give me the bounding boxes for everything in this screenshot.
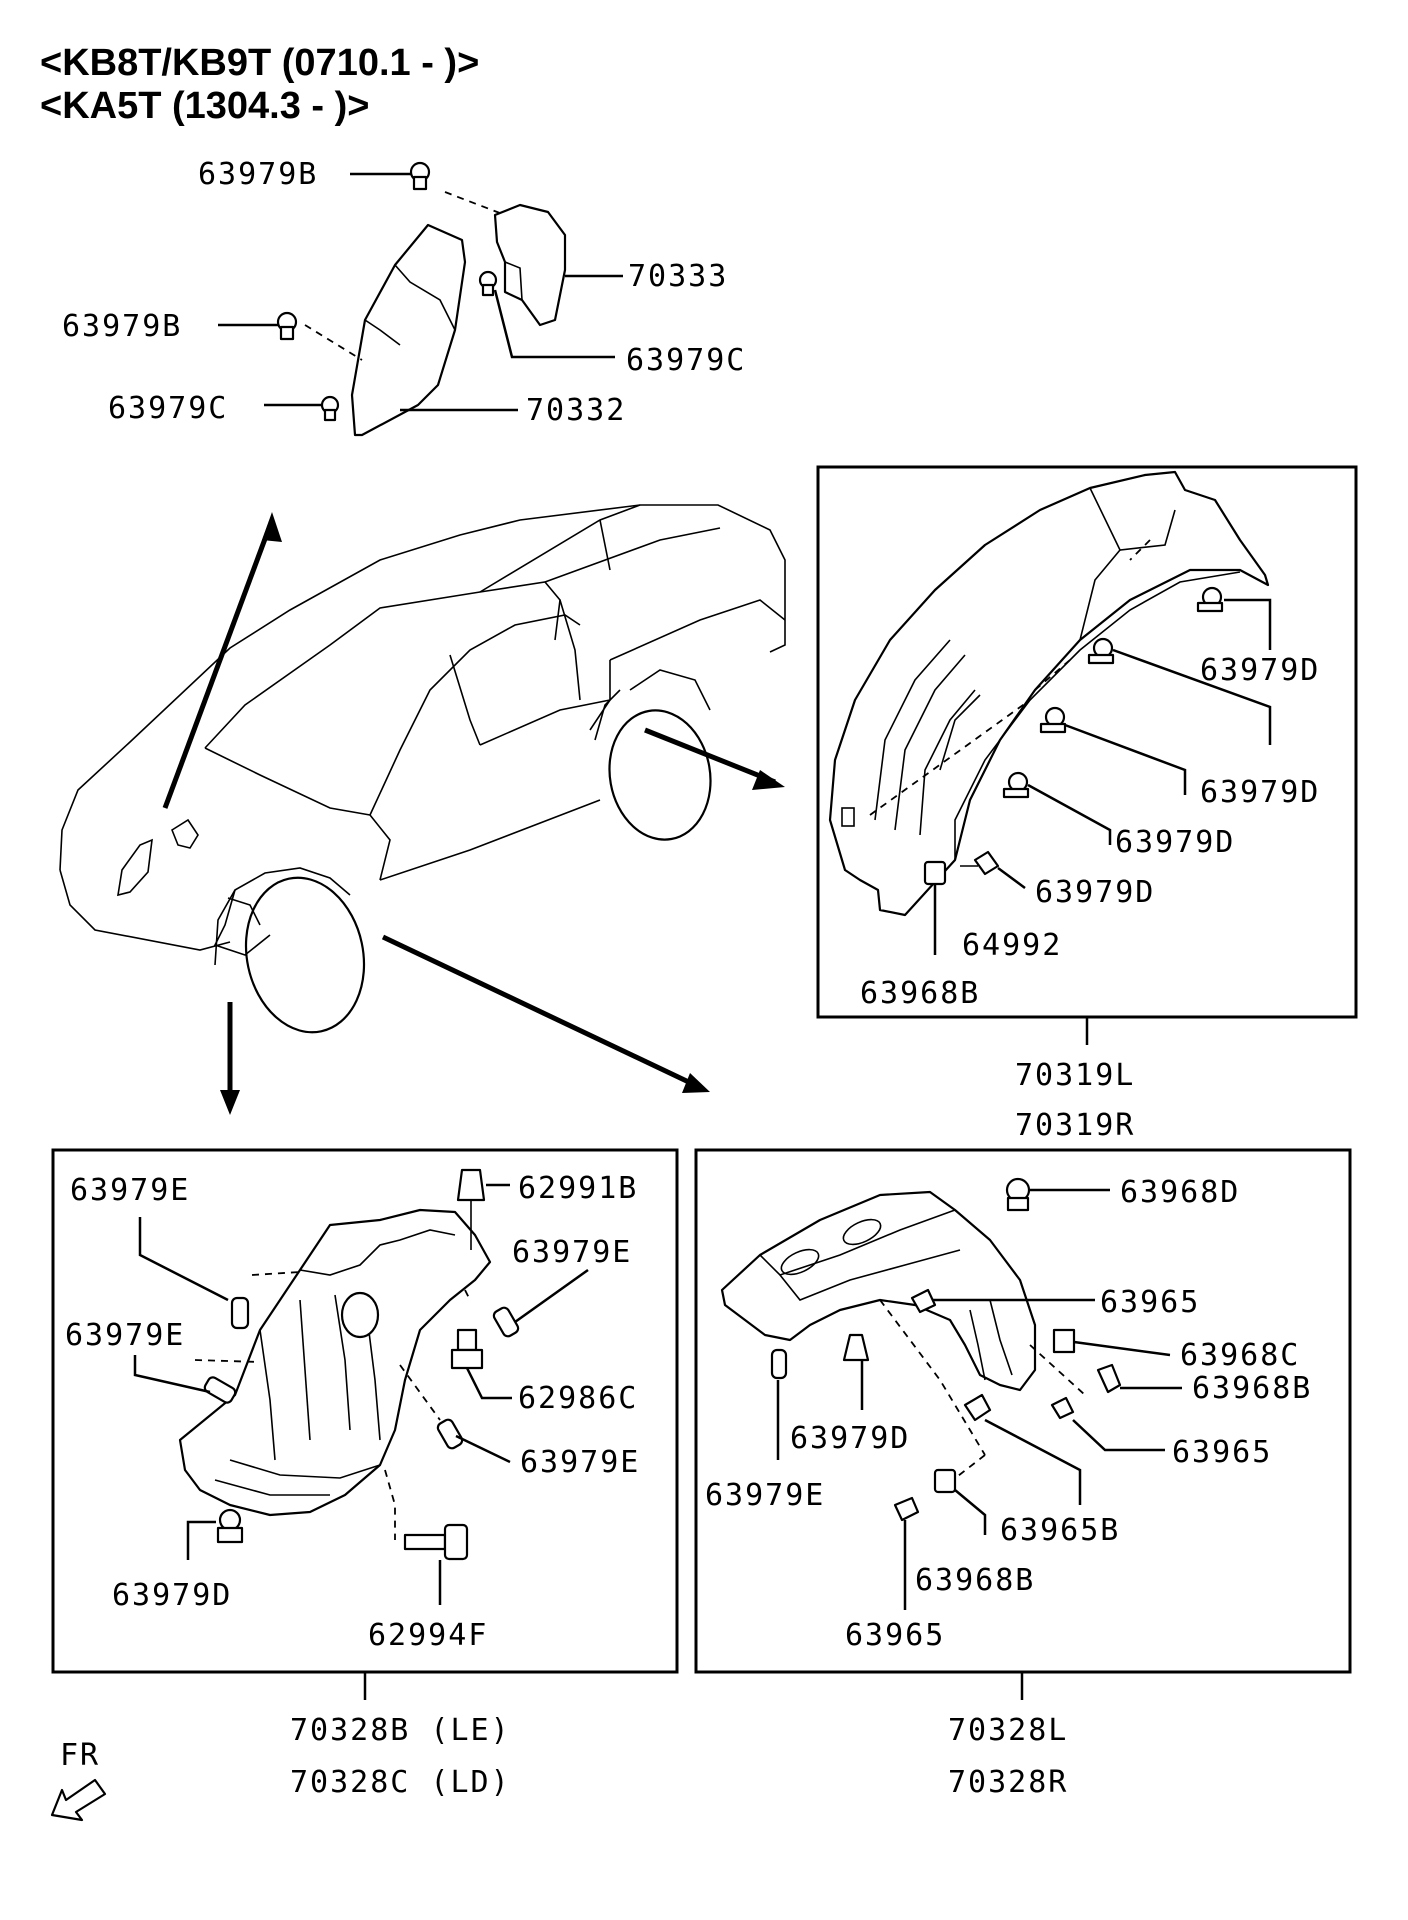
vehicle-outline bbox=[59, 504, 786, 1034]
bolt-62994f bbox=[403, 1523, 469, 1561]
label-63979e: 63979E bbox=[65, 1318, 185, 1353]
rear-wheel-liner bbox=[828, 470, 1270, 917]
label-63979d: 63979D bbox=[1200, 653, 1320, 688]
label-63979e: 63979E bbox=[512, 1235, 632, 1270]
label-63979e: 63979E bbox=[520, 1445, 640, 1480]
shield-70332 bbox=[350, 223, 467, 437]
label-63965: 63965 bbox=[1100, 1285, 1200, 1320]
label-63968b: 63968B bbox=[1192, 1371, 1312, 1406]
rivet-62991b bbox=[456, 1168, 486, 1250]
label-63968d: 63968D bbox=[1120, 1175, 1240, 1210]
clip-63979d bbox=[1002, 771, 1030, 799]
label-70332: 70332 bbox=[526, 393, 626, 428]
clip-63979b-left bbox=[276, 311, 298, 341]
label-70328r: 70328R bbox=[948, 1765, 1068, 1800]
clip-63979e bbox=[436, 1418, 464, 1450]
label-63968b: 63968B bbox=[915, 1563, 1035, 1598]
label-63979b: 63979B bbox=[62, 309, 182, 344]
screw-63965 bbox=[1050, 1396, 1075, 1420]
label-63979d: 63979D bbox=[790, 1421, 910, 1456]
nut-63965b bbox=[933, 1468, 957, 1494]
clip-63979e bbox=[770, 1348, 788, 1380]
screw-64992 bbox=[960, 850, 1000, 876]
label-62991b: 62991B bbox=[518, 1171, 638, 1206]
label-63979e: 63979E bbox=[705, 1478, 825, 1513]
nut-62986c bbox=[450, 1328, 484, 1370]
label-63979d: 63979D bbox=[1200, 775, 1320, 810]
label-70333: 70333 bbox=[628, 259, 728, 294]
label-70328c: 70328C (LD) bbox=[290, 1765, 511, 1800]
nut-63968c bbox=[1052, 1328, 1076, 1354]
top-splash-shield-group: 63979B 70333 63979B 63979C 63979C 70332 bbox=[62, 157, 746, 437]
label-63979e: 63979E bbox=[70, 1173, 190, 1208]
clip-63979d bbox=[842, 1333, 870, 1362]
nut-63968b bbox=[1096, 1363, 1122, 1394]
clip-63979d bbox=[1087, 637, 1115, 665]
front-direction-indicator: FR bbox=[50, 1738, 107, 1822]
model-code-line-2: <KA5T (1304.3 - )> bbox=[40, 85, 369, 127]
front-left-liner bbox=[178, 1208, 492, 1540]
front-direction-label: FR bbox=[60, 1738, 100, 1773]
clip-63979c-lower bbox=[320, 395, 340, 422]
shield-70333 bbox=[493, 203, 567, 327]
clip-63979d bbox=[1039, 706, 1067, 734]
label-70328l: 70328L bbox=[948, 1713, 1068, 1748]
clip-63979d bbox=[216, 1508, 244, 1544]
label-63979d: 63979D bbox=[1035, 875, 1155, 910]
label-64992: 64992 bbox=[962, 928, 1062, 963]
label-63968b: 63968B bbox=[860, 976, 980, 1011]
front-right-liner bbox=[720, 1190, 1086, 1491]
label-63979c: 63979C bbox=[626, 343, 746, 378]
clip-63979e bbox=[492, 1306, 520, 1338]
callout-arrows bbox=[162, 512, 785, 1115]
label-63979d: 63979D bbox=[112, 1578, 232, 1613]
clip-63979c-shield bbox=[478, 270, 498, 297]
screw-63965 bbox=[893, 1496, 920, 1522]
clip-63979d bbox=[1196, 586, 1224, 613]
label-70319l: 70319L bbox=[1015, 1058, 1135, 1093]
screw-63965 bbox=[963, 1393, 992, 1422]
rear-clip-set bbox=[923, 586, 1224, 886]
nut-63968b bbox=[923, 860, 947, 886]
label-70319r: 70319R bbox=[1015, 1108, 1135, 1143]
label-62986c: 62986C bbox=[518, 1381, 638, 1416]
label-63965b: 63965B bbox=[1000, 1513, 1120, 1548]
model-code-line-1: <KB8T/KB9T (0710.1 - )> bbox=[40, 42, 479, 84]
label-63979d: 63979D bbox=[1115, 825, 1235, 860]
label-63968c: 63968C bbox=[1180, 1338, 1300, 1373]
clip-63979e bbox=[203, 1376, 237, 1404]
label-62994f: 62994F bbox=[368, 1618, 488, 1653]
front-left-clips bbox=[203, 1168, 520, 1561]
label-63979c: 63979C bbox=[108, 391, 228, 426]
label-63979b: 63979B bbox=[198, 157, 318, 192]
screw-63965 bbox=[910, 1288, 937, 1314]
clip-63979e bbox=[230, 1296, 250, 1330]
front-direction-arrow-icon bbox=[50, 1778, 107, 1822]
label-63965: 63965 bbox=[845, 1618, 945, 1653]
label-63965: 63965 bbox=[1172, 1435, 1272, 1470]
front-right-clips bbox=[770, 1177, 1122, 1522]
clip-63979b-top bbox=[409, 161, 431, 191]
label-70328b: 70328B (LE) bbox=[290, 1713, 511, 1748]
nut-63968d bbox=[1005, 1177, 1031, 1212]
